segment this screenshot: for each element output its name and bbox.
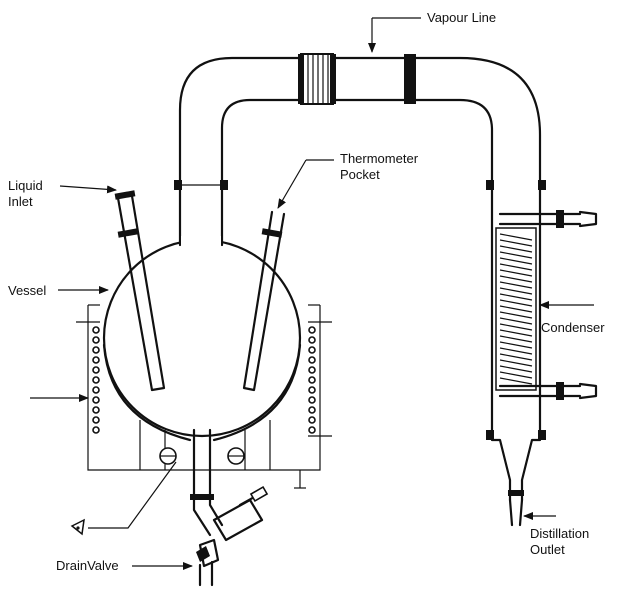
condenser-label: Condenser [541, 320, 605, 335]
thermometer-pocket [242, 210, 286, 392]
vessel-body [102, 236, 302, 442]
liquid-inlet-leader [59, 185, 117, 194]
distillation-label-2: Outlet [530, 542, 565, 557]
heating-coil-left [92, 326, 100, 434]
vapour-line-pipe [174, 53, 542, 247]
heating-jacket [76, 304, 332, 489]
liquid-inlet-label-1: Liquid [8, 178, 43, 193]
thermometer-label-1: Thermometer [340, 151, 419, 166]
distillation-label-1: Distillation [530, 526, 589, 541]
heating-coil-right [308, 326, 316, 434]
liquid-inlet-label-2: Inlet [8, 194, 33, 209]
vessel-label: Vessel [8, 283, 46, 298]
vapour-line-label: Vapour Line [427, 10, 496, 25]
liquid-inlet-tube [114, 190, 166, 392]
drain-valve-label: DrainValve [56, 558, 119, 573]
drain-valve-leader [70, 461, 177, 536]
condenser-column [486, 180, 598, 527]
drain-valve-assembly [190, 428, 269, 587]
thermometer-label-2: Pocket [340, 167, 380, 182]
